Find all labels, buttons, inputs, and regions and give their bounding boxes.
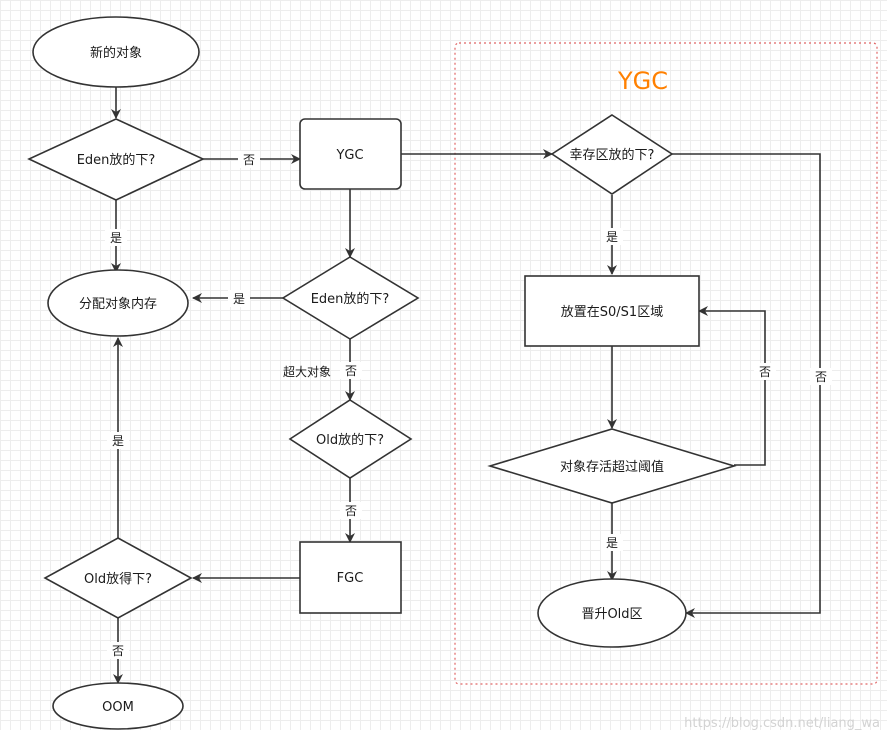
ygc-group-frame (454, 42, 878, 685)
nodes (27, 16, 737, 730)
node-eden-fit-2 (281, 256, 420, 340)
edge-age-to-place (698, 306, 766, 466)
node-new-object (32, 16, 200, 88)
node-ygc (299, 118, 402, 190)
node-allocate (47, 269, 189, 337)
edge-labels: 否 是 是 否 超大对象 否 是 否 是 否 否 是 (105, 151, 832, 659)
text-eden-fit-1: Eden放的下? (77, 152, 156, 168)
node-promote (537, 578, 687, 648)
text-eden-fit-2: Eden放的下? (311, 291, 390, 307)
label-old2-no: 否 (112, 644, 124, 658)
label-eden1-no: 否 (243, 153, 255, 167)
text-fgc: FGC (337, 571, 364, 586)
node-old-fit-1 (288, 399, 413, 479)
text-allocate: 分配对象内存 (79, 296, 157, 312)
node-survivor-fit (550, 114, 674, 195)
node-old-fit-2 (43, 537, 193, 619)
label-survivor-yes: 是 (606, 230, 618, 244)
node-eden-fit-1 (27, 118, 205, 201)
node-oom (52, 682, 184, 730)
node-place-s0s1 (524, 275, 700, 347)
label-survivor-no: 否 (815, 370, 827, 384)
label-age-yes: 是 (606, 536, 618, 550)
label-old1-no: 否 (345, 504, 357, 518)
node-age-check (487, 428, 737, 504)
text-old-fit-1: Old放的下? (316, 432, 384, 448)
text-promote: 晋升Old区 (581, 607, 642, 622)
text-oom: OOM (102, 700, 134, 715)
edges (111, 87, 821, 684)
ygc-group-title: YGC (617, 67, 668, 95)
label-old2-yes: 是 (112, 434, 124, 448)
edge-survivor-to-promote (672, 153, 821, 618)
text-place-s0s1: 放置在S0/S1区域 (561, 305, 663, 320)
label-big-object: 超大对象 (283, 364, 331, 379)
label-eden2-yes: 是 (233, 292, 245, 306)
label-eden2-no: 否 (345, 364, 357, 378)
watermark: https://blog.csdn.net/liang_wa (684, 716, 880, 730)
text-new-object: 新的对象 (90, 45, 142, 61)
label-eden1-yes: 是 (110, 231, 122, 245)
text-old-fit-2: Old放得下? (84, 571, 152, 587)
text-age-check: 对象存活超过阈值 (560, 459, 664, 475)
text-ygc: YGC (335, 148, 363, 163)
text-survivor-fit: 幸存区放的下? (570, 147, 655, 163)
node-labels: 新的对象 Eden放的下? YGC 分配对象内存 Eden放的下? Old放的下… (77, 45, 664, 715)
node-fgc (299, 541, 402, 614)
label-age-no: 否 (759, 365, 771, 379)
